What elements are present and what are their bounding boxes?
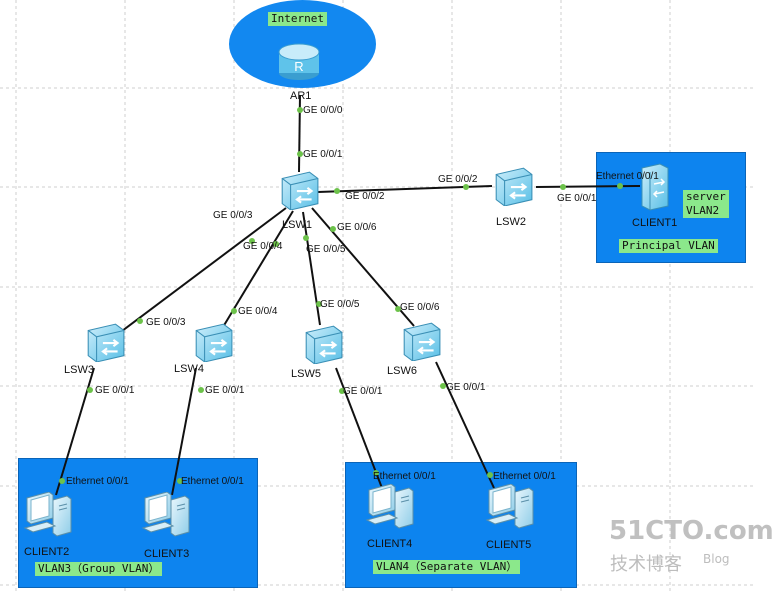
topology-canvas: R: [24, 43, 669, 537]
port-label: GE 0/0/1: [303, 149, 343, 160]
port-label: GE 0/0/1: [95, 385, 135, 396]
port-label: GE 0/0/2: [345, 191, 385, 202]
port-label: GE 0/0/6: [337, 222, 377, 233]
port-label: Ethernet 0/0/1: [66, 476, 129, 487]
link-lsw1-lsw3: [121, 207, 287, 332]
switch-label-lsw3: LSW3: [64, 364, 94, 376]
switch-icon[interactable]: [195, 323, 233, 362]
switch-label-lsw2: LSW2: [496, 216, 526, 228]
port-label: GE 0/0/5: [306, 244, 346, 255]
watermark-blog: Blog: [703, 552, 730, 566]
switch-icon[interactable]: [87, 323, 125, 362]
switch-label-lsw4: LSW4: [174, 363, 204, 375]
port-label: GE 0/0/4: [243, 241, 283, 252]
client-label-2: CLIENT2: [24, 546, 70, 558]
port-label: Ethernet 0/0/1: [181, 476, 244, 487]
pc-icon[interactable]: [24, 492, 72, 537]
principal-vlan-tag: Principal VLAN: [619, 239, 718, 253]
client-label-5: CLIENT5: [486, 539, 532, 551]
watermark-sub: 技术博客: [610, 554, 682, 575]
client-label-4: CLIENT4: [367, 538, 413, 550]
watermark-brand: 51CTO.com: [609, 516, 774, 546]
port-label: Ethernet 0/0/1: [373, 471, 436, 482]
port-label: GE 0/0/4: [238, 306, 278, 317]
router-icon[interactable]: R: [278, 43, 320, 80]
svg-text:R: R: [294, 59, 303, 74]
port-label: GE 0/0/1: [205, 385, 245, 396]
switch-icon[interactable]: [281, 171, 319, 210]
port-label: Ethernet 0/0/1: [493, 471, 556, 482]
server-tag-line2: VLAN2: [686, 204, 720, 217]
client-label-3: CLIENT3: [144, 548, 190, 560]
separate-vlan-tag: VLAN4（Separate VLAN）: [373, 560, 521, 574]
pc-icon[interactable]: [142, 492, 190, 537]
switch-label-lsw5: LSW5: [291, 368, 321, 380]
switch-icon[interactable]: [305, 325, 343, 364]
link-lsw6-client5: [435, 361, 495, 489]
port-label: Ethernet 0/0/1: [596, 171, 659, 182]
port-label: GE 0/0/5: [320, 299, 360, 310]
port-label: GE 0/0/1: [446, 382, 486, 393]
switch-label-lsw6: LSW6: [387, 365, 417, 377]
switch-label-lsw1: LSW1: [282, 219, 312, 231]
pc-icon[interactable]: [486, 484, 534, 529]
link-ar1-lsw1: [298, 94, 301, 173]
link-lsw2-client1: [535, 185, 641, 188]
port-label: GE 0/0/6: [400, 302, 440, 313]
internet-label: Internet: [268, 12, 327, 26]
group-vlan-tag: VLAN3（Group VLAN）: [35, 562, 163, 576]
port-label: GE 0/0/1: [557, 193, 597, 204]
switch-icon[interactable]: [495, 167, 533, 206]
pc-icon[interactable]: [366, 484, 414, 529]
port-label: GE 0/0/1: [343, 386, 383, 397]
port-label: GE 0/0/3: [213, 210, 253, 221]
router-label: AR1: [290, 90, 312, 102]
port-label: GE 0/0/2: [438, 174, 478, 185]
client-label-1: CLIENT1: [632, 217, 678, 229]
server-tag-line1: server: [686, 190, 726, 203]
link-lsw5-client4: [335, 367, 383, 489]
port-label: GE 0/0/3: [146, 317, 186, 328]
port-dots: [59, 107, 623, 484]
links: [55, 94, 641, 496]
link-lsw4-client3: [171, 367, 197, 496]
server-vlan-tag: server VLAN2: [683, 190, 729, 218]
switch-icon[interactable]: [403, 322, 441, 361]
port-label: GE 0/0/0: [303, 105, 343, 116]
server-icon[interactable]: [641, 163, 669, 211]
